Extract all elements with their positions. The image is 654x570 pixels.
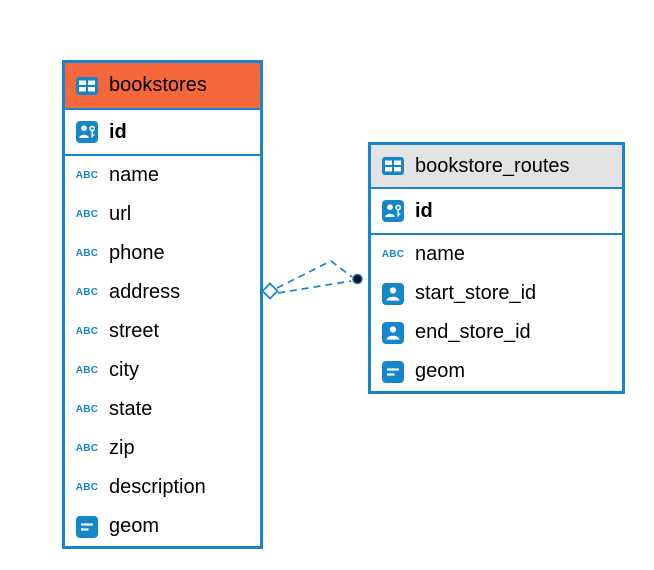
lines-box-icon xyxy=(379,360,407,383)
column-row-primary-key[interactable]: id xyxy=(371,189,622,235)
relationship-line-upper[interactable] xyxy=(276,260,353,289)
table-bookstore-routes[interactable]: bookstore_routes id ABC name start_ xyxy=(368,142,625,394)
column-name: city xyxy=(109,359,139,381)
relationship-diamond xyxy=(261,282,279,300)
person-icon xyxy=(379,282,407,305)
column-row[interactable]: ABC zip xyxy=(65,429,260,468)
column-row[interactable]: end_store_id xyxy=(371,313,622,352)
table-header[interactable]: bookstores xyxy=(65,63,260,110)
column-row[interactable]: ABC address xyxy=(65,273,260,312)
column-name: url xyxy=(109,203,132,225)
column-name: street xyxy=(109,320,160,342)
abc-icon: ABC xyxy=(75,443,99,454)
column-name: phone xyxy=(109,242,165,264)
person-key-icon xyxy=(73,121,101,143)
table-header[interactable]: bookstore_routes xyxy=(371,145,622,189)
column-name: id xyxy=(415,199,433,222)
column-row[interactable]: ABC name xyxy=(371,235,622,274)
column-name: geom xyxy=(415,360,466,382)
abc-icon: ABC xyxy=(75,287,99,298)
column-name: state xyxy=(109,398,153,420)
column-name: start_store_id xyxy=(415,282,537,304)
column-row[interactable]: ABC city xyxy=(65,351,260,390)
person-key-icon xyxy=(379,200,407,222)
lines-box-icon xyxy=(73,515,101,538)
abc-icon: ABC xyxy=(381,249,405,260)
column-name: zip xyxy=(109,437,135,459)
table-title: bookstores xyxy=(109,74,207,96)
relationship-endpoint-dot xyxy=(352,273,363,285)
column-name: address xyxy=(109,281,181,303)
abc-icon: ABC xyxy=(75,209,99,220)
column-name: name xyxy=(109,164,160,186)
table-title: bookstore_routes xyxy=(415,154,570,177)
column-row[interactable]: geom xyxy=(65,507,260,546)
abc-icon: ABC xyxy=(75,326,99,337)
column-name: id xyxy=(109,120,127,143)
column-row-primary-key[interactable]: id xyxy=(65,110,260,156)
table-grid-icon xyxy=(379,157,407,175)
column-row[interactable]: ABC name xyxy=(65,156,260,195)
abc-icon: ABC xyxy=(75,482,99,493)
column-row[interactable]: ABC description xyxy=(65,468,260,507)
person-icon xyxy=(379,321,407,344)
table-bookstores[interactable]: bookstores id ABC name ABC url ABC phone… xyxy=(62,60,263,549)
abc-icon: ABC xyxy=(75,404,99,415)
column-name: description xyxy=(109,476,206,498)
column-name: name xyxy=(415,243,466,265)
column-row[interactable]: start_store_id xyxy=(371,274,622,313)
column-row[interactable]: geom xyxy=(371,352,622,391)
table-grid-icon xyxy=(73,76,101,95)
column-row[interactable]: ABC url xyxy=(65,195,260,234)
relationship-line-lower[interactable] xyxy=(277,280,352,294)
abc-icon: ABC xyxy=(75,365,99,376)
abc-icon: ABC xyxy=(75,170,99,181)
column-row[interactable]: ABC street xyxy=(65,312,260,351)
column-name: geom xyxy=(109,515,160,537)
column-row[interactable]: ABC state xyxy=(65,390,260,429)
abc-icon: ABC xyxy=(75,248,99,259)
column-name: end_store_id xyxy=(415,321,531,343)
column-row[interactable]: ABC phone xyxy=(65,234,260,273)
